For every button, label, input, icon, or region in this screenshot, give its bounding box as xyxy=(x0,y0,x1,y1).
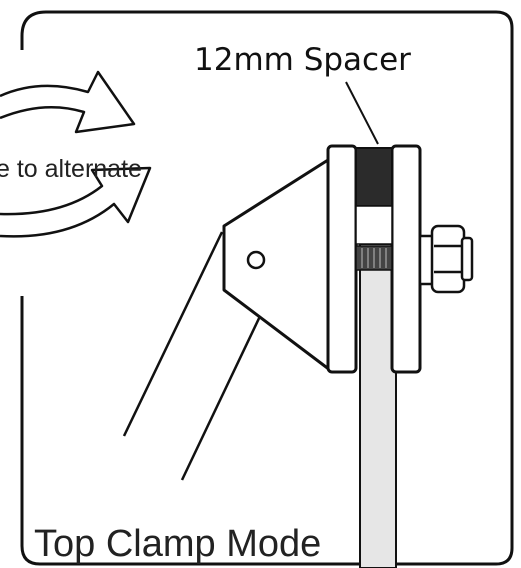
bracket-plate xyxy=(222,158,332,372)
rotate-hint-label: e to alternate xyxy=(0,155,142,183)
pivot-hole xyxy=(246,250,266,270)
hex-bolt-icon xyxy=(418,224,474,294)
clamp-plate-left xyxy=(326,144,358,374)
rotate-arrows-icon xyxy=(0,70,152,238)
arm-line-left xyxy=(122,231,224,437)
arm-line-right xyxy=(180,311,264,481)
clamp-plate-right xyxy=(390,144,422,374)
frame-border xyxy=(20,10,514,566)
thread-lines xyxy=(361,248,387,268)
rail-bar xyxy=(359,243,397,568)
spacer-block xyxy=(355,147,393,207)
spacer-gap xyxy=(355,205,393,245)
mode-label: Top Clamp Mode xyxy=(34,523,321,565)
spacer-leader-line xyxy=(345,81,379,145)
spacer-label: 12mm Spacer xyxy=(194,42,411,78)
